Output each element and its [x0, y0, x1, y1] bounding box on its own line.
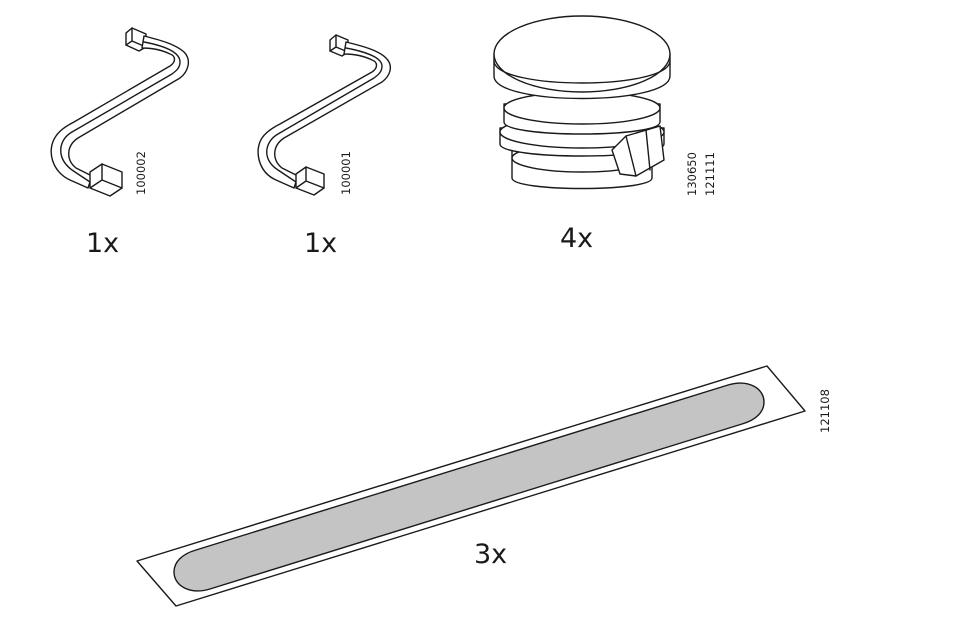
quantity-label: 3x	[474, 539, 507, 570]
felt-strip-icon	[136, 365, 806, 607]
quantity-label: 4x	[560, 223, 593, 254]
felt-pad-shape	[173, 382, 765, 592]
quantity-label: 1x	[304, 228, 337, 259]
allen-key-small-icon	[257, 34, 392, 196]
plastic-plug-icon	[493, 15, 671, 190]
part-number-label: 100001	[339, 151, 353, 195]
part-number-label: 121111	[703, 152, 717, 196]
quantity-label: 1x	[86, 228, 119, 259]
part-number-label: 100002	[134, 151, 148, 195]
allen-key-large-icon	[50, 27, 190, 197]
part-number-label: 130650	[685, 152, 699, 196]
part-number-label: 121108	[818, 389, 832, 433]
